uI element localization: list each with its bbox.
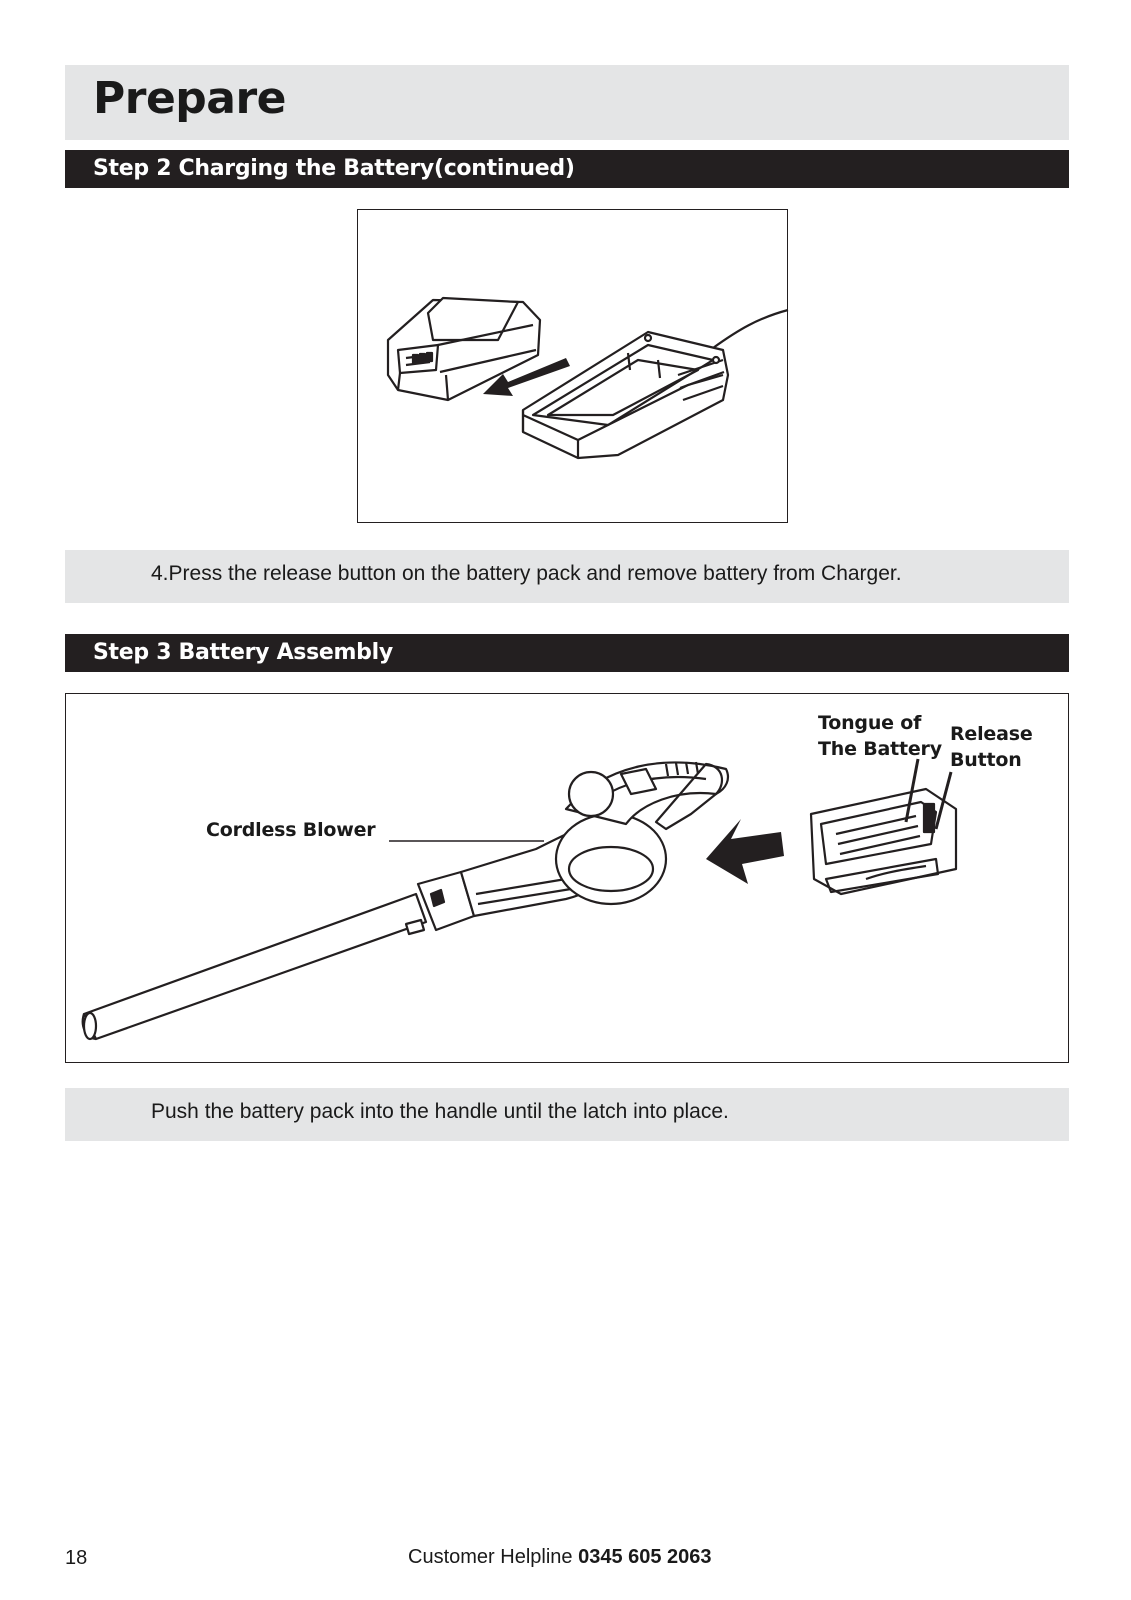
release-label-line1: Release [950, 723, 1033, 745]
battery-assembly-figure: Cordless Blower Tongue of The Battery Re… [65, 693, 1069, 1063]
page-number: 18 [65, 1547, 88, 1569]
step2-heading-bar: Step 2 Charging the Battery(continued) [65, 150, 1069, 188]
step2-heading: Step 2 Charging the Battery(continued) [93, 156, 575, 181]
battery-charger-illustration [386, 296, 789, 460]
step3-instruction: Push the battery pack into the handle un… [151, 1100, 729, 1123]
step3-heading-bar: Step 3 Battery Assembly [65, 634, 1069, 672]
blower-illustration [81, 758, 958, 1041]
battery-removal-figure [357, 209, 789, 523]
page-title-bar: Prepare [65, 65, 1069, 140]
customer-helpline: Customer Helpline 0345 605 2063 [408, 1546, 712, 1569]
step3-heading: Step 3 Battery Assembly [93, 640, 393, 665]
blower-label: Cordless Blower [206, 819, 376, 841]
step3-instruction-bar: Push the battery pack into the handle un… [65, 1088, 1069, 1141]
page-title: Prepare [93, 73, 287, 124]
release-label-line2: Button [950, 749, 1022, 771]
helpline-label: Customer Helpline [408, 1546, 573, 1568]
tongue-label-line2: The Battery [818, 738, 942, 760]
step2-instruction-bar: 4.Press the release button on the batter… [65, 550, 1069, 603]
tongue-label-line1: Tongue of [818, 712, 922, 734]
step2-instruction: 4.Press the release button on the batter… [151, 562, 902, 585]
helpline-number: 0345 605 2063 [578, 1546, 712, 1568]
